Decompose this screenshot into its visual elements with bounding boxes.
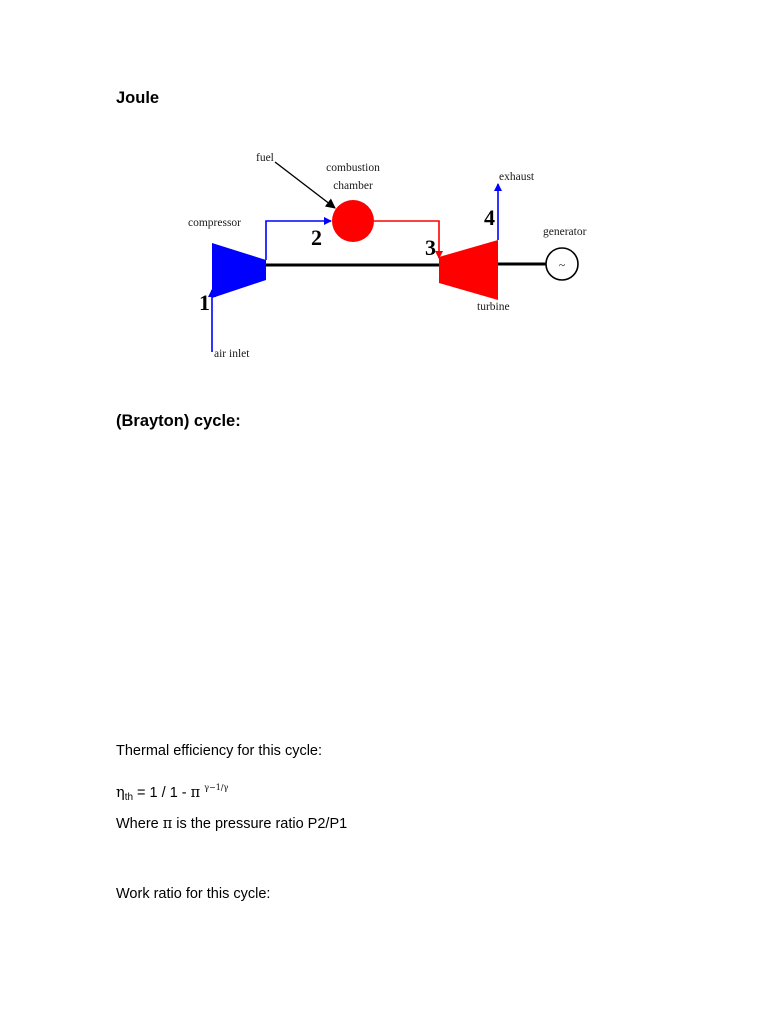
label-turbine: turbine	[477, 301, 510, 313]
state-point-1: 1	[199, 290, 210, 315]
pi-symbol-2: π	[162, 816, 173, 832]
generator-symbol: ~	[559, 260, 565, 272]
pressure-ratio-line: Where π is the pressure ratio P2/P1	[116, 815, 347, 833]
thermal-efficiency-equation: ηth = 1 / 1 - π γ−1/γ	[116, 779, 228, 807]
fuel-arrow	[274, 161, 336, 209]
state-point-2: 2	[311, 225, 322, 250]
turbine-shape	[439, 240, 498, 300]
compressed-air-line	[265, 217, 332, 260]
eta-subscript: th	[124, 792, 134, 803]
heading-joule: Joule	[116, 89, 160, 107]
label-air-inlet: air inlet	[214, 348, 250, 360]
thermal-efficiency-intro: Thermal efficiency for this cycle:	[116, 743, 323, 759]
label-fuel: fuel	[256, 152, 274, 164]
label-exhaust: exhaust	[499, 171, 535, 183]
heading-brayton-cycle: (Brayton) cycle:	[116, 412, 241, 430]
state-point-3: 3	[425, 235, 436, 260]
equation-middle: = 1 / 1 -	[133, 785, 191, 801]
where-prefix: Where	[116, 816, 163, 832]
label-compressor: compressor	[188, 217, 241, 229]
label-chamber: chamber	[333, 180, 373, 192]
generator-circle	[545, 247, 579, 281]
equation-exponent: γ−1/γ	[204, 783, 229, 792]
where-suffix: is the pressure ratio P2/P1	[172, 816, 348, 832]
eta-symbol: η	[116, 785, 125, 801]
pi-symbol: π	[190, 785, 201, 801]
label-generator: generator	[543, 226, 587, 238]
work-ratio-intro: Work ratio for this cycle:	[116, 886, 271, 902]
combustion-chamber	[332, 200, 374, 242]
compressor-shape	[212, 243, 266, 298]
gas-turbine-diagram: ~ fuel combustion chamber exhaust compre…	[188, 152, 587, 360]
label-combustion: combustion	[326, 162, 380, 174]
state-point-4: 4	[484, 205, 495, 230]
hot-gas-line	[374, 220, 443, 259]
